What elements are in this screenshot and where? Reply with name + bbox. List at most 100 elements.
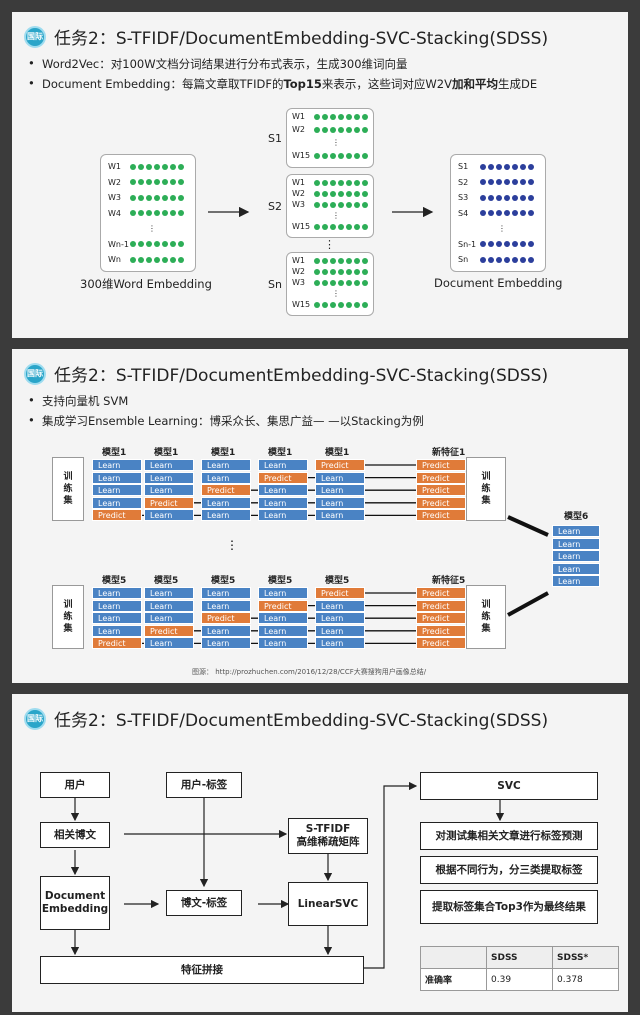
vector-dot xyxy=(362,223,368,230)
row-label: W15 xyxy=(292,300,311,309)
dot-row: W3 xyxy=(108,193,186,202)
dot-row: S2 xyxy=(458,178,536,187)
box-step-extract: 根据不同行为，分三类提取标签 xyxy=(420,856,598,884)
dot-row: W1 xyxy=(108,162,186,171)
vector-dot xyxy=(496,194,502,201)
row-label: W3 xyxy=(292,278,305,287)
vector-dot xyxy=(520,256,526,263)
logo-icon: 国际 xyxy=(24,707,46,730)
learn-cell: Learn xyxy=(201,624,251,637)
learn-cell: Learn xyxy=(258,496,308,509)
box-user: 用户 xyxy=(40,772,110,798)
row-label: ⋮ xyxy=(332,289,340,298)
new-feature-cell: Predict xyxy=(416,624,466,637)
vector-dot xyxy=(512,241,518,247)
vector-dot xyxy=(178,210,184,216)
vector-dot xyxy=(480,179,486,185)
vector-dot xyxy=(354,301,360,308)
model6-learn-cell: Learn xyxy=(552,550,600,563)
model6-learn-cell: Learn xyxy=(552,525,600,537)
dot-row: W2 xyxy=(292,125,370,134)
bullet-icon: • xyxy=(28,76,35,90)
vector-dot xyxy=(496,163,502,170)
vector-dot xyxy=(346,152,352,159)
vector-dot xyxy=(146,179,152,185)
vector-dot xyxy=(528,194,534,201)
vector-dot xyxy=(330,279,336,286)
learn-cell: Learn xyxy=(92,587,142,599)
vector-dot xyxy=(130,194,136,201)
vector-dot xyxy=(488,163,494,170)
dot-row: ⋮ xyxy=(292,138,340,147)
vector-dot xyxy=(488,241,494,247)
document-embedding-caption: Document Embedding xyxy=(434,276,563,290)
learn-cell: Learn xyxy=(144,484,194,497)
row-label: W15 xyxy=(292,222,311,231)
vector-dot xyxy=(512,163,518,170)
bullet-text: 生成DE xyxy=(497,77,538,91)
vector-dot xyxy=(346,257,352,264)
vector-dot xyxy=(146,194,152,201)
slide1-title-text: 任务2：S-TFIDF/DocumentEmbedding-SVC-Stacki… xyxy=(54,29,549,49)
vector-dot xyxy=(162,179,168,185)
vector-dot xyxy=(314,279,320,286)
new-feature-cell: Predict xyxy=(416,587,466,599)
row-label: W2 xyxy=(292,189,305,198)
vector-dot xyxy=(362,301,368,308)
vector-dot xyxy=(170,163,176,170)
learn-cell: Learn xyxy=(144,587,194,599)
slide2-bullet-2: • 集成学习Ensemble Learning：博采众长、集思广益— —以Sta… xyxy=(28,413,424,429)
learn-cell: Learn xyxy=(201,471,251,484)
vector-dot xyxy=(346,113,352,120)
box-stfidf: S-TFIDF 高维稀疏矩阵 xyxy=(288,818,368,854)
vector-dot xyxy=(520,179,526,185)
bullet-icon: • xyxy=(28,56,35,70)
row-label: W1 xyxy=(108,162,121,171)
group-label: S2 xyxy=(268,200,282,213)
vector-dot xyxy=(162,194,168,201)
learn-cell: Learn xyxy=(315,612,365,625)
slide3-title-text: 任务2：S-TFIDF/DocumentEmbedding-SVC-Stacki… xyxy=(54,711,549,731)
vector-dot xyxy=(488,256,494,263)
row-label: W4 xyxy=(108,208,121,218)
learn-cell: Learn xyxy=(258,509,308,522)
new-feature-cell: Predict xyxy=(416,612,466,625)
dot-row: W1 xyxy=(292,178,370,187)
learn-cell: Learn xyxy=(92,599,142,612)
learn-cell: Learn xyxy=(144,509,194,522)
vector-dot xyxy=(322,223,328,230)
model6-learn-cell: Learn xyxy=(552,537,600,550)
vector-dot xyxy=(130,256,136,263)
learn-cell: Learn xyxy=(201,637,251,650)
table-cell: 准确率 xyxy=(420,968,487,991)
vector-dot xyxy=(512,256,518,263)
bullet-bold: Top15 xyxy=(283,77,322,91)
box-blog-tag: 博文-标签 xyxy=(166,890,242,916)
model6-label: 模型6 xyxy=(564,512,589,522)
learn-cell: Learn xyxy=(201,509,251,522)
table-cell: 0.39 xyxy=(486,968,553,991)
vector-dot xyxy=(178,194,184,201)
dot-row: S1 xyxy=(458,162,536,171)
vector-dot xyxy=(338,268,344,275)
vector-dot xyxy=(520,210,526,216)
dot-row: ⋮ xyxy=(292,289,340,298)
learn-cell: Learn xyxy=(315,471,365,484)
learn-cell: Learn xyxy=(144,459,194,471)
vector-dot xyxy=(480,241,486,247)
row-label: S4 xyxy=(458,208,469,218)
vector-dot xyxy=(322,126,328,133)
vector-dot xyxy=(154,179,160,185)
box-related-blogs: 相关博文 xyxy=(40,822,110,848)
vector-dot xyxy=(528,163,534,170)
vertical-ellipsis: ⋮ xyxy=(324,238,335,251)
vector-dot xyxy=(130,163,136,170)
learn-cell: Learn xyxy=(201,496,251,509)
model-label: 模型1 xyxy=(268,448,293,458)
learn-cell: Learn xyxy=(258,624,308,637)
vector-dot xyxy=(322,152,328,159)
new-feature-label: 新特征5 xyxy=(432,576,466,586)
vector-dot xyxy=(362,268,368,275)
vector-dot xyxy=(480,194,486,201)
learn-cell: Learn xyxy=(144,471,194,484)
